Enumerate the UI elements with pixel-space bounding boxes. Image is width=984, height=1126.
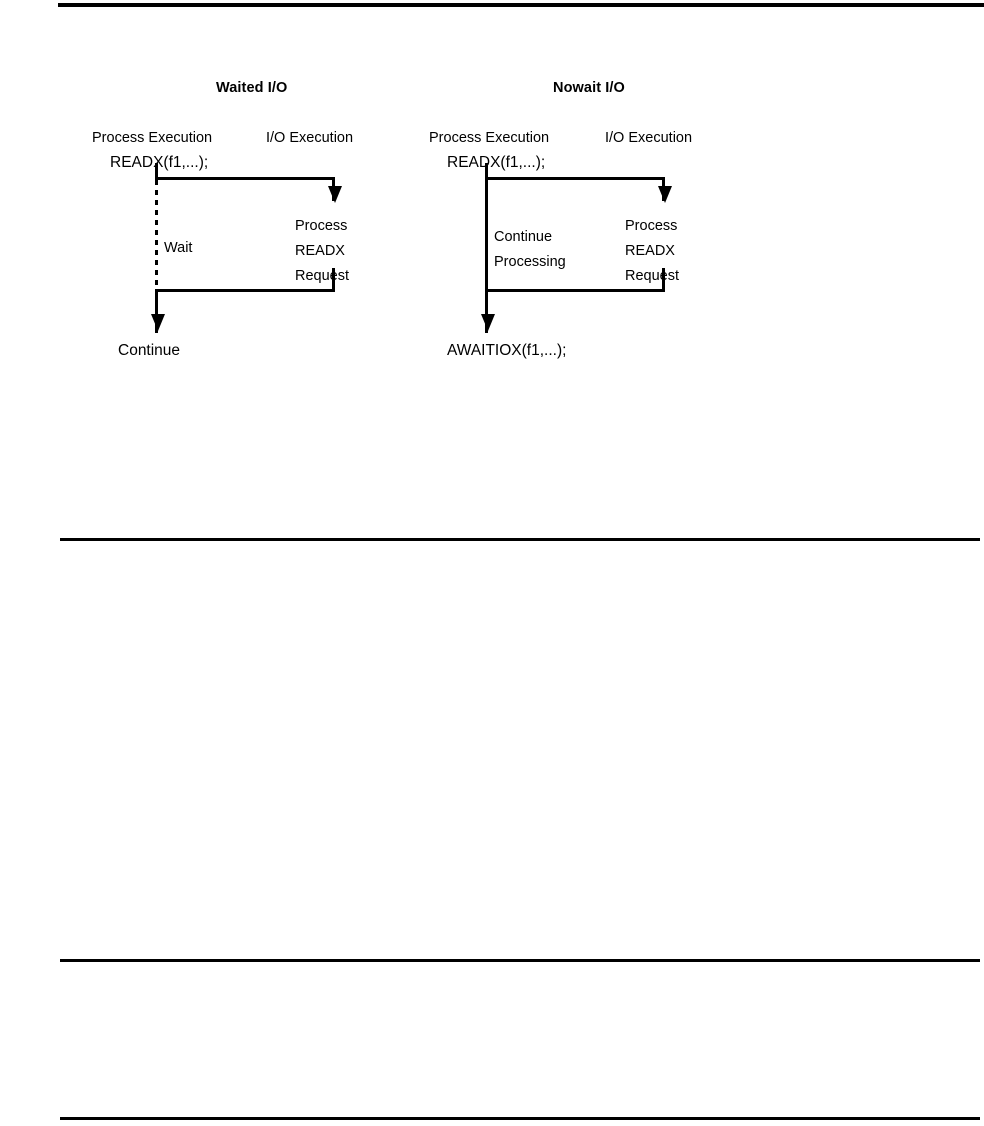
arrow-down-icon-io [658, 186, 672, 203]
column-label-io-execution: I/O Execution [266, 130, 354, 146]
annotation-io-request-line-1: Process [295, 218, 348, 234]
arrow-down-icon-process [481, 314, 495, 331]
annotation-continue-processing-line-1: Continue [494, 229, 553, 245]
call-statement-readx: READX(f1,...); [110, 154, 209, 171]
page-rule-middle [60, 538, 980, 541]
page-rule-top [58, 3, 984, 7]
process-line-stub [155, 163, 158, 180]
annotation-io-request-line-1: Process [625, 218, 678, 234]
annotation-io-request-line-2: READX [625, 243, 675, 259]
annotation-continue-processing: Continue Processing [494, 225, 566, 275]
annotation-io-request-line-2: READX [295, 243, 345, 259]
panel-title-waited: Waited I/O [216, 80, 288, 96]
arrow-down-icon-process [151, 314, 165, 331]
annotation-io-request: Process READX Request [295, 214, 349, 289]
page-rule-lower [60, 959, 980, 962]
panel-title-nowait: Nowait I/O [553, 80, 625, 96]
panel-nowait-io: Nowait I/O Process Execution I/O Executi… [390, 0, 810, 400]
arrow-down-icon-io [328, 186, 342, 203]
annotation-io-request: Process READX Request [625, 214, 679, 289]
process-line-continuous [485, 163, 488, 333]
panel-waited-io: Waited I/O Process Execution I/O Executi… [60, 0, 480, 400]
end-label-continue: Continue [118, 342, 181, 359]
annotation-io-request-line-3: Request [295, 268, 350, 284]
process-line-resume [155, 290, 158, 333]
annotation-continue-processing-line-2: Processing [494, 254, 566, 270]
branch-line-to-io [155, 177, 335, 180]
io-line-exit [662, 268, 665, 292]
process-wait-line-dashed [155, 180, 158, 292]
branch-line-from-io [485, 289, 665, 292]
column-label-io-execution: I/O Execution [605, 130, 693, 146]
column-label-process-execution: Process Execution [92, 130, 213, 146]
io-comparison-figure: Waited I/O Process Execution I/O Executi… [0, 0, 984, 420]
annotation-wait: Wait [164, 240, 193, 256]
column-label-process-execution: Process Execution [429, 130, 550, 146]
call-statement-readx: READX(f1,...); [447, 154, 546, 171]
end-label-awaitiox: AWAITIOX(f1,...); [447, 342, 567, 359]
branch-line-from-io [155, 289, 335, 292]
branch-line-to-io [485, 177, 665, 180]
io-line-exit [332, 268, 335, 292]
page-rule-bottom [60, 1117, 980, 1120]
annotation-io-request-line-3: Request [625, 268, 680, 284]
